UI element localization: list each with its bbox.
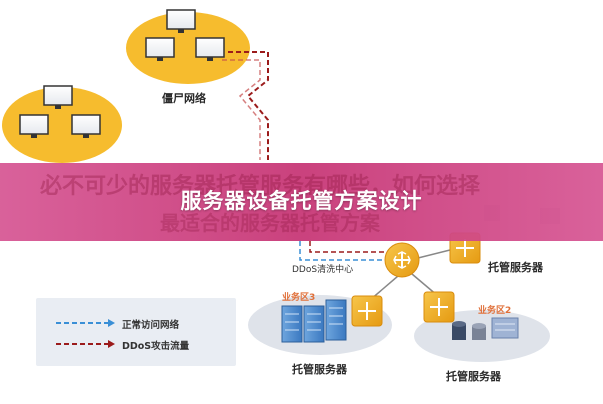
link-line	[417, 249, 451, 259]
title-banner: 必不可少的服务器托管服务有哪些，如何选择 最适合的服务器托管方案 服务器设备托管…	[0, 163, 603, 241]
server-rack-icon	[303, 305, 325, 343]
monitor-icon	[43, 85, 73, 109]
monitor-icon	[19, 114, 49, 138]
server-box-icon	[491, 317, 519, 339]
banner-background-text: 必不可少的服务器托管服务有哪些，如何选择	[40, 174, 481, 199]
ddos-path-top-2	[222, 59, 261, 160]
hosting-server-label-zone3: 托管服务器	[292, 363, 347, 376]
monitor-icon	[145, 37, 175, 61]
monitor-icon	[71, 114, 101, 138]
legend-panel: 正常访问网络 DDoS攻击流量	[36, 298, 236, 366]
zone2-label: 业务区2	[478, 306, 512, 316]
monitor-icon	[166, 9, 196, 33]
switch-icon	[423, 291, 455, 323]
normal-path-center	[299, 241, 390, 261]
botnet-label: 僵尸网络	[162, 92, 206, 105]
database-icon	[472, 323, 486, 340]
banner-background-text: 最适合的服务器托管方案	[160, 211, 380, 235]
page-title: 服务器设备托管方案设计	[180, 189, 423, 213]
legend-normal-label: 正常访问网络	[122, 320, 180, 331]
hosting-server-label-zone2: 托管服务器	[446, 370, 501, 383]
switch-icon	[351, 295, 383, 327]
ddos-path-top	[228, 51, 269, 160]
server-rack-icon	[325, 299, 347, 341]
ddos-path-center	[309, 241, 385, 253]
botnet-cloud-left	[2, 87, 122, 163]
ddos-center-router-icon	[384, 242, 420, 278]
monitor-icon	[195, 37, 225, 61]
botnet-cloud-top	[126, 12, 250, 84]
database-icon	[452, 321, 466, 340]
legend-ddos-label: DDoS攻击流量	[122, 341, 190, 352]
ddos-center-label: DDoS清洗中心	[292, 265, 354, 275]
server-rack-icon	[281, 305, 303, 343]
zone3-label: 业务区3	[282, 293, 316, 303]
hosting-server-label-right: 托管服务器	[488, 261, 543, 274]
